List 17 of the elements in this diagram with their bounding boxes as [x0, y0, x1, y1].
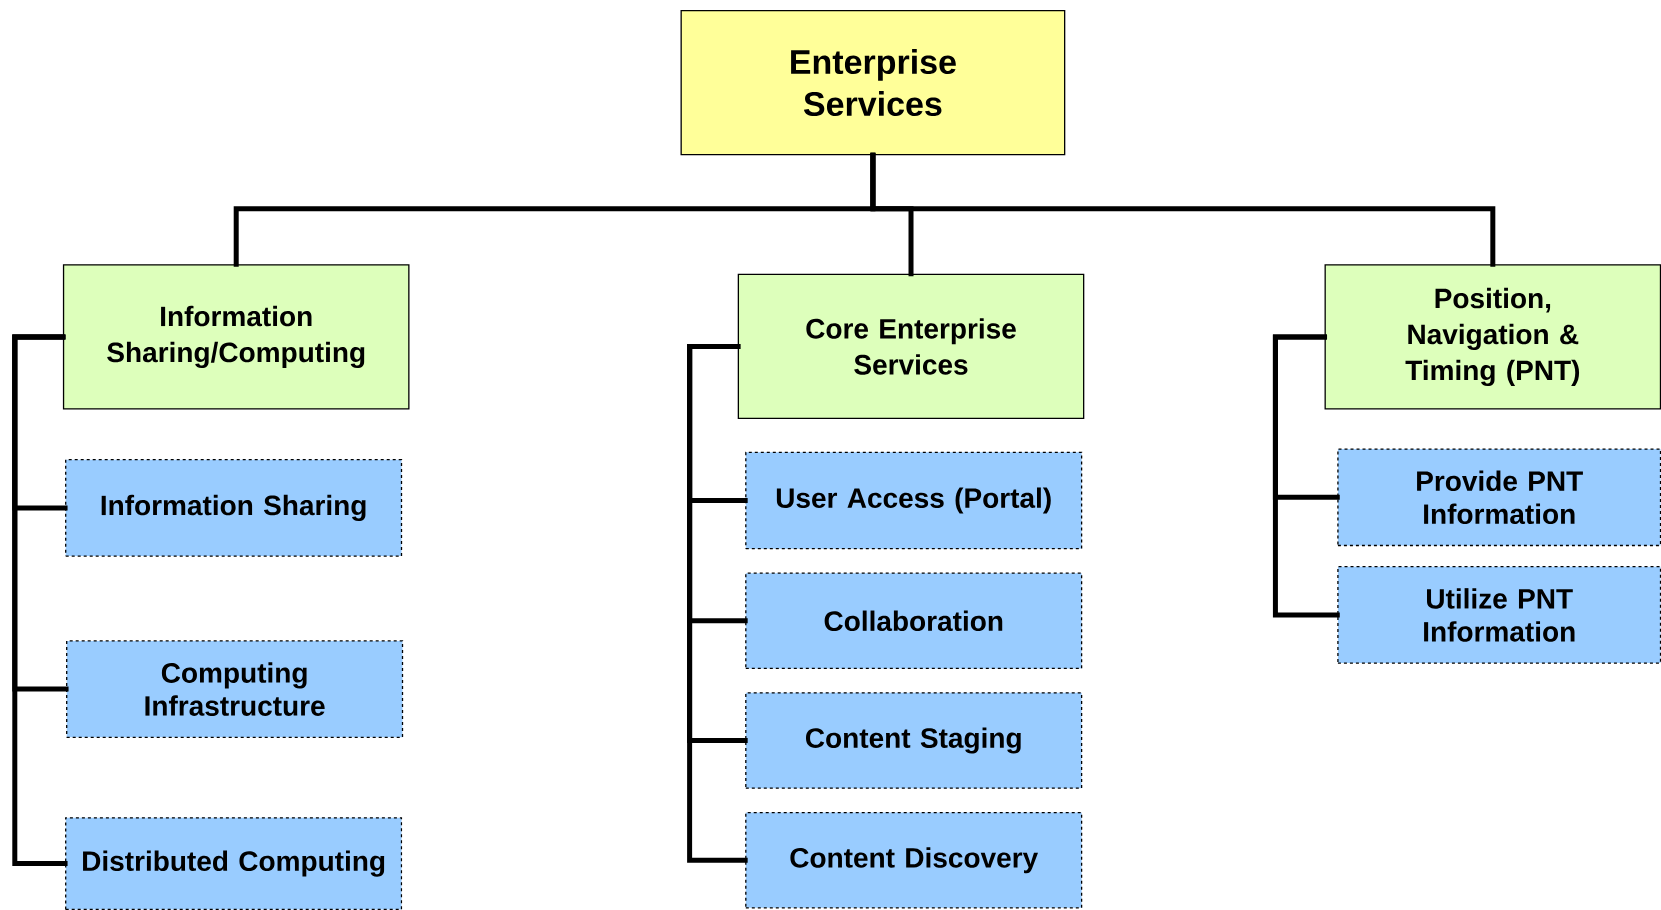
service-box: Content Discovery [745, 811, 1083, 909]
category-box: Core Enterprise Services [737, 273, 1085, 420]
connector-line [1272, 334, 1340, 618]
connector-line [12, 334, 68, 867]
service-box: Computing Infrastructure [66, 640, 404, 738]
service-box: Collaboration [745, 572, 1083, 670]
service-box: Utilize PNT Information [1337, 566, 1661, 664]
service-box: Content Staging [745, 692, 1083, 789]
connector-line [870, 152, 1496, 267]
connector-line [687, 343, 748, 863]
category-box: Information Sharing/Computing [62, 264, 410, 410]
service-box: User Access (Portal) [745, 451, 1083, 550]
service-box: Distributed Computing [65, 817, 403, 910]
root-box: Enterprise Services [680, 9, 1066, 156]
category-box: Position, Navigation & Timing (PNT) [1324, 264, 1661, 410]
service-box: Provide PNT Information [1337, 448, 1661, 547]
service-box: Information Sharing [65, 459, 403, 557]
